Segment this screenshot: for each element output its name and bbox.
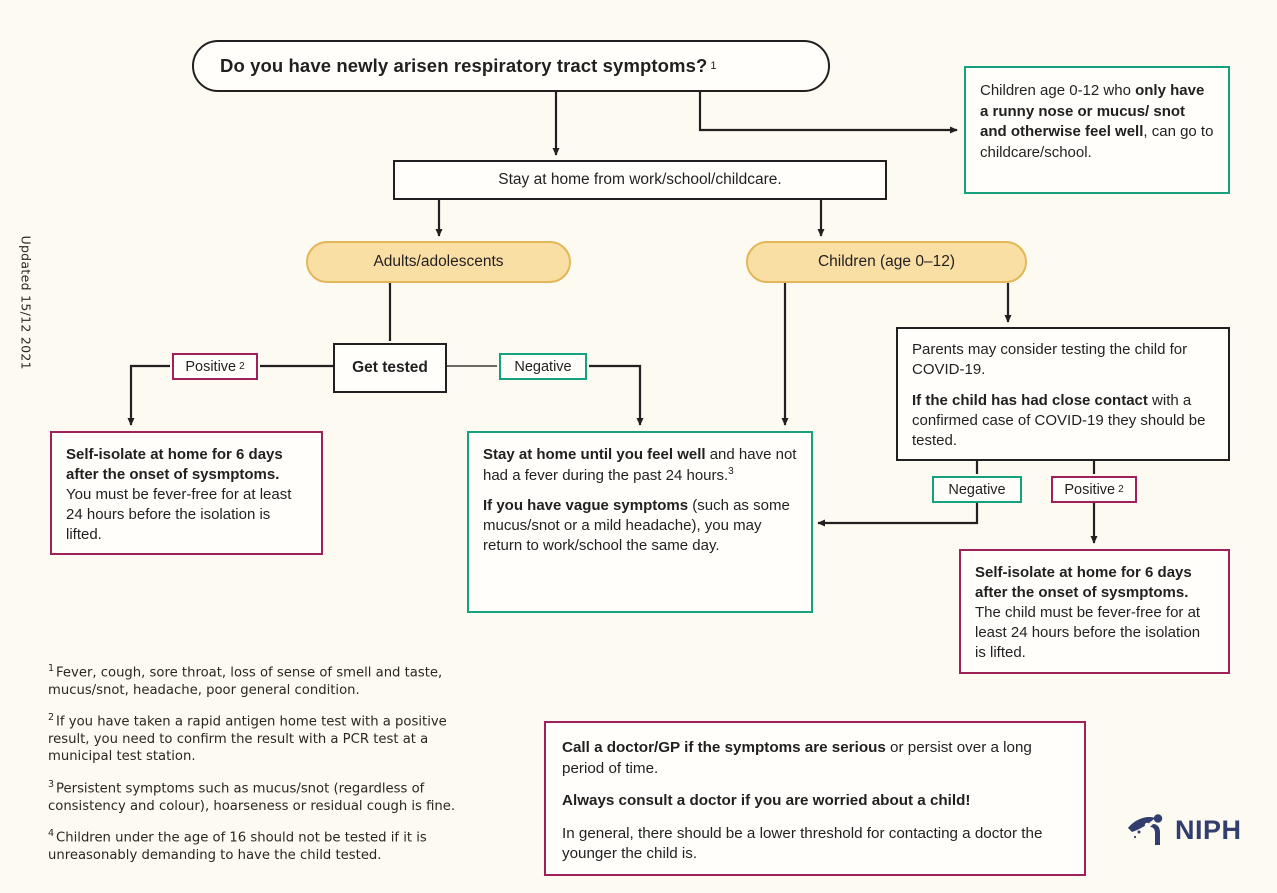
children-exception-note-box: Children age 0-12 who only have a runny … [964,66,1230,194]
isolate-child-box: Self-isolate at home for 6 days after th… [959,549,1230,674]
question-title-box: Do you have newly arisen respiratory tra… [192,40,830,92]
tag-positive-adult-label: Positive [185,358,237,375]
isolate-child-rest: The child must be fever-free for at leas… [975,603,1201,661]
parents-p2-bold: If the child has had close contact [912,391,1148,409]
exception-post: , can go to childcare/school. [980,123,1214,162]
tag-positive-child-label: Positive [1064,481,1116,498]
call-p2-bold: Always consult a doctor if you are worri… [562,792,971,810]
tag-negative-child-label: Negative [948,481,1006,498]
tag-negative-adult: Negative [499,353,587,380]
stay-at-home-label: Stay at home from work/school/childcare. [498,171,782,188]
get-tested-label: Get tested [352,359,428,376]
stay-well-p2-bold: If you have vague symptoms [483,496,689,514]
call-doctor-box: Call a doctor/GP if the symptoms are ser… [544,721,1086,876]
footnote-4-marker: 4 [48,828,55,840]
isolate-adult-rest: You must be fever-free for at least 24 h… [66,485,292,543]
parents-p2-rest: with a confirmed case of COVID-19 they s… [912,391,1206,450]
niph-figure-icon [1128,814,1163,845]
stay-well-p2-rest: (such as some mucus/snot or a mild heada… [483,496,790,554]
stay-well-p1-bold: Stay at home until you feel well [483,446,706,463]
isolate-adult-text: Self-isolate at home for 6 days after th… [52,433,321,555]
exception-pre: Children age 0-12 who [980,82,1136,99]
title-footnote-marker: 1 [710,60,717,72]
tag-negative-child: Negative [932,476,1022,503]
tag-negative-adult-label: Negative [514,358,572,375]
footnote-3-text: Persistent symptoms such as mucus/snot (… [48,781,456,814]
call-p1-rest: or persist over a long period of time. [562,739,1032,777]
parents-testing-text: Parents may consider testing the child f… [898,329,1228,462]
isolate-adult-bold: Self-isolate at home for 6 days after th… [66,446,283,483]
call-p1-bold: Call a doctor/GP if the symptoms are ser… [562,739,886,756]
footnote-3-marker: 3 [48,778,55,790]
tag-positive-child-marker: 2 [1118,484,1124,495]
tag-positive-adult-marker: 2 [239,361,245,372]
isolate-child-text: Self-isolate at home for 6 days after th… [961,551,1228,673]
stay-home-until-well-box: Stay at home until you feel well and hav… [467,431,813,613]
children-exception-note-text: Children age 0-12 who only have a runny … [966,68,1228,177]
footnote-2-marker: 2 [48,712,55,724]
branch-children-label: Children (age 0–12) [817,253,955,270]
stay-well-p1-marker: 3 [728,465,734,477]
niph-logo-text: NIPH [1175,814,1242,845]
call-doctor-text: Call a doctor/GP if the symptoms are ser… [546,723,1084,892]
updated-date-label: Updated 15/12 2021 [18,235,34,370]
isolate-adult-box: Self-isolate at home for 6 days after th… [50,431,323,555]
stay-home-until-well-text: Stay at home until you feel well and hav… [469,433,811,566]
footnote-1-marker: 1 [48,663,55,674]
get-tested-box: Get tested [333,343,447,393]
isolate-child-bold: Self-isolate at home for 6 days after th… [975,564,1192,601]
branch-adults-adolescents: Adults/adolescents [306,241,571,283]
stay-at-home-box: Stay at home from work/school/childcare. [393,160,887,200]
branch-adults-label: Adults/adolescents [373,253,504,270]
niph-logo: NIPH [1126,812,1242,848]
footnote-1-text: Fever, cough, sore throat, loss of sense… [48,665,443,698]
parents-testing-box: Parents may consider testing the child f… [896,327,1230,461]
exception-bold: only have a runny nose or mucus/ snot an… [980,82,1205,141]
call-p3: In general, there should be a lower thre… [562,824,1043,863]
branch-children: Children (age 0–12) [746,241,1027,283]
page-title: Do you have newly arisen respiratory tra… [220,55,708,76]
footnote-4-text: Children under the age of 16 should not … [48,830,427,863]
footnote-2-text: If you have taken a rapid antigen home t… [48,714,447,765]
parents-p1: Parents may consider testing the child f… [912,341,1188,379]
stay-well-p1-rest: and have not had a fever during the past… [483,446,797,484]
